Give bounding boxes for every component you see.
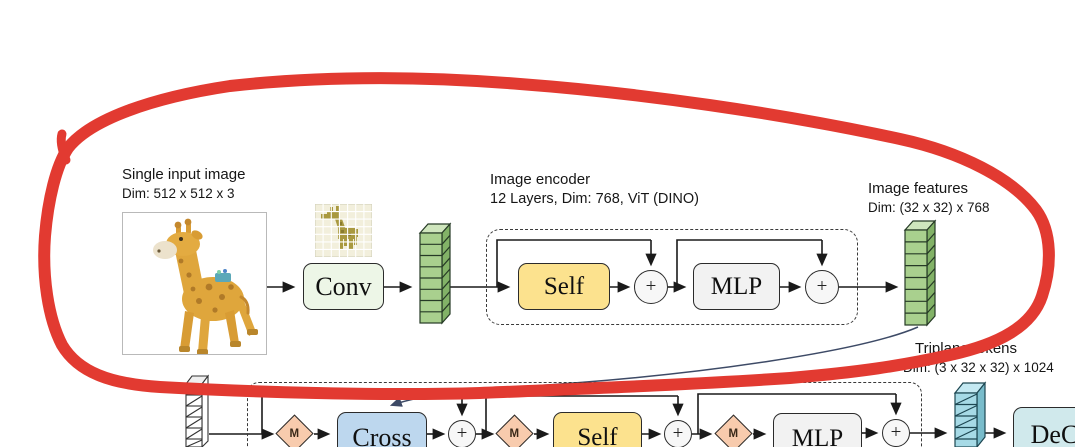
image-encoder-title: Image encoder: [490, 171, 591, 188]
decoder-block: DeCo: [1013, 407, 1075, 447]
cross-attention-label: Cross: [352, 423, 412, 447]
triplane-token-column: [953, 381, 987, 447]
patchified-image: [315, 204, 372, 257]
token-input-column: [184, 374, 210, 447]
single-input-title: Single input image: [122, 166, 246, 183]
image-features-column: [903, 219, 937, 327]
plus-icon: +: [890, 422, 902, 443]
encoder-self-label: Self: [543, 272, 585, 300]
input-image: [122, 212, 267, 355]
conv-feature-column: [418, 222, 452, 325]
encoder-self-attention-block: Self: [518, 263, 610, 310]
patch-grid-illustration: [315, 204, 372, 257]
plus-icon: +: [456, 423, 468, 444]
encoder-mlp-label: MLP: [710, 272, 763, 300]
plus-icon: +: [645, 276, 657, 297]
modulation-label: M: [509, 427, 520, 440]
encoder-add-1: +: [634, 270, 668, 304]
decoder-add-3: +: [882, 419, 910, 447]
image-features-dim: Dim: (32 x 32) x 768: [868, 200, 990, 215]
giraffe-toy-illustration: [153, 218, 258, 354]
conv-block-label: Conv: [315, 271, 372, 301]
modulation-label: M: [289, 427, 300, 440]
single-input-label: Single input image Dim: 512 x 512 x 3: [122, 165, 245, 203]
decoder-block-label: DeCo: [1030, 419, 1075, 447]
decoder-mlp-label: MLP: [791, 425, 844, 447]
plus-icon: +: [816, 276, 828, 297]
decoder-add-2: +: [664, 420, 692, 447]
triplane-tokens-title: Triplane tokens: [915, 340, 1017, 357]
image-encoder-subtitle: 12 Layers, Dim: 768, ViT (DINO): [490, 191, 699, 207]
triplane-tokens-label: Triplane tokens Dim: (3 x 32 x 32) x 102…: [903, 339, 1054, 377]
image-features-title: Image features: [868, 180, 969, 197]
decoder-self-attention-block: Self: [553, 412, 642, 447]
decoder-self-label: Self: [577, 424, 618, 447]
decoder-mlp-block: MLP: [773, 413, 862, 447]
image-encoder-label: Image encoder 12 Layers, Dim: 768, ViT (…: [490, 170, 699, 208]
plus-icon: +: [672, 423, 684, 444]
cross-attention-block: Cross: [337, 412, 427, 447]
image-features-label: Image features Dim: (32 x 32) x 768: [868, 179, 990, 217]
triplane-tokens-dim: Dim: (3 x 32 x 32) x 1024: [903, 360, 1054, 375]
encoder-add-2: +: [805, 270, 839, 304]
decoder-add-1: +: [448, 420, 476, 447]
conv-block: Conv: [303, 263, 384, 310]
encoder-mlp-block: MLP: [693, 263, 780, 310]
single-input-dim: Dim: 512 x 512 x 3: [122, 186, 235, 201]
modulation-label: M: [728, 427, 739, 440]
